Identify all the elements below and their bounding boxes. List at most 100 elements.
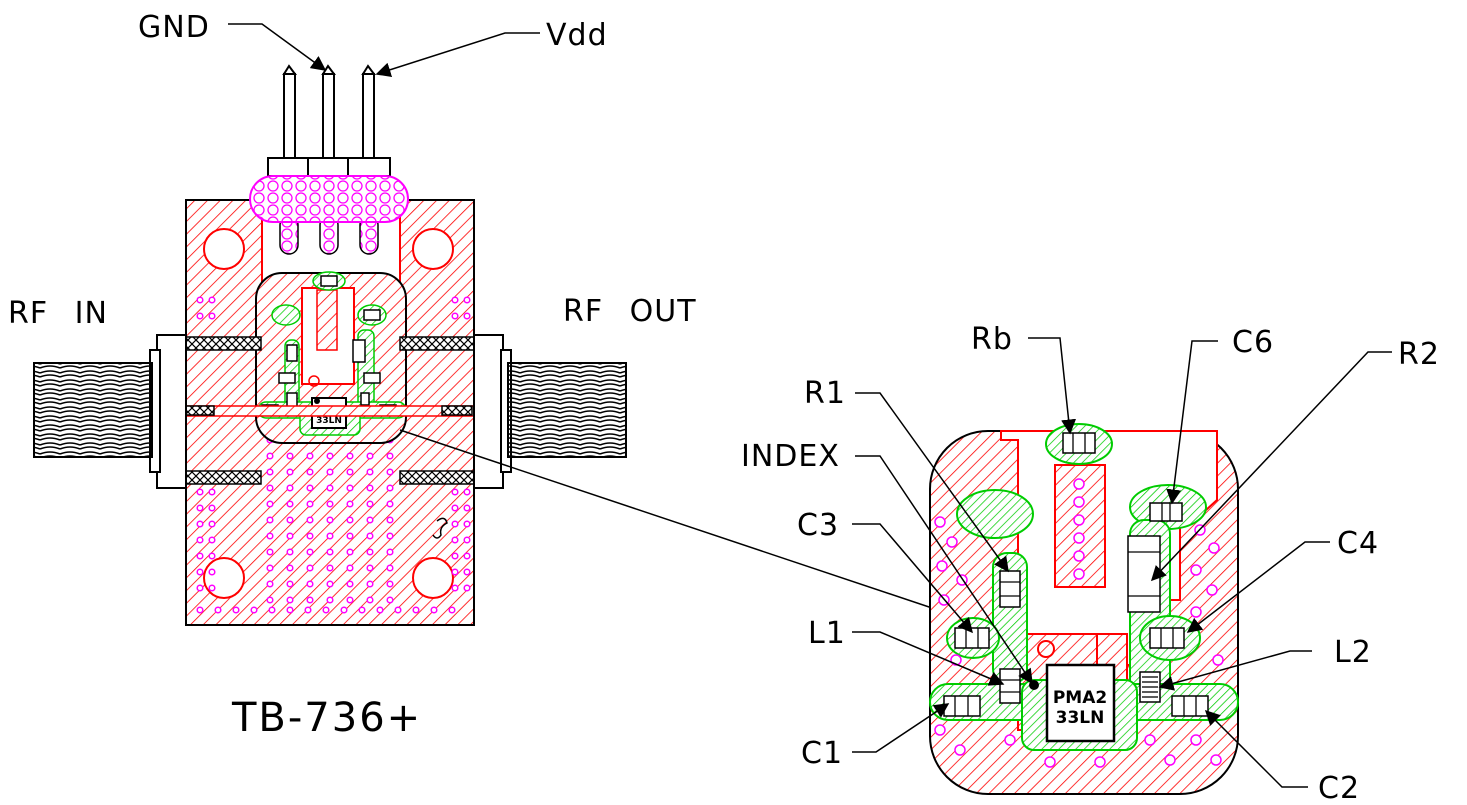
- via: [322, 606, 330, 614]
- detail-leaders: [852, 337, 1392, 788]
- via: [366, 580, 374, 588]
- via: [346, 532, 354, 540]
- via: [326, 596, 334, 604]
- via: [346, 548, 354, 556]
- via: [366, 532, 374, 540]
- via: [306, 532, 314, 540]
- c2-label: C2: [1318, 771, 1360, 805]
- via: [306, 580, 314, 588]
- pin-leaders: [228, 23, 540, 78]
- via: [1073, 550, 1085, 562]
- via: [196, 536, 204, 544]
- via: [266, 468, 274, 476]
- via: [934, 516, 946, 528]
- via: [451, 312, 459, 320]
- via: [250, 606, 258, 614]
- via: [208, 504, 216, 512]
- via: [286, 452, 294, 460]
- via: [451, 536, 459, 544]
- rf-in-connector: [33, 334, 187, 489]
- gnd-label: GND: [138, 10, 210, 45]
- rb-label: Rb: [971, 322, 1013, 357]
- via: [346, 452, 354, 460]
- via: [208, 488, 216, 496]
- via: [936, 560, 948, 572]
- via: [366, 452, 374, 460]
- via: [1073, 568, 1085, 580]
- via: [463, 296, 471, 304]
- via: [208, 312, 216, 320]
- via: [366, 596, 374, 604]
- via: [208, 536, 216, 544]
- via: [386, 484, 394, 492]
- via: [306, 516, 314, 524]
- connector-clamps: [185, 336, 475, 485]
- rf-out-connector: [473, 334, 627, 489]
- l1-label: L1: [808, 616, 846, 651]
- via: [306, 500, 314, 508]
- via: [346, 500, 354, 508]
- detail-view: PMA2 33LN: [929, 423, 1239, 795]
- via: [266, 548, 274, 556]
- via: [1073, 496, 1085, 508]
- via: [326, 500, 334, 508]
- via: [1094, 756, 1106, 768]
- mini-chip-line2: 33LN: [316, 416, 342, 426]
- via: [196, 312, 204, 320]
- via: [1144, 734, 1156, 746]
- header-solder: [249, 175, 409, 223]
- via: [386, 532, 394, 540]
- via: [1190, 564, 1202, 576]
- via: [286, 500, 294, 508]
- c6-label: C6: [1232, 325, 1274, 360]
- via: [326, 580, 334, 588]
- via: [266, 564, 274, 572]
- detail-vias: [934, 478, 1224, 768]
- via: [1073, 532, 1085, 544]
- via: [463, 488, 471, 496]
- via: [346, 516, 354, 524]
- via: [1164, 754, 1176, 766]
- via: [451, 552, 459, 560]
- via: [266, 484, 274, 492]
- c1-label: C1: [801, 736, 843, 771]
- via: [386, 596, 394, 604]
- index-label: INDEX: [741, 439, 840, 474]
- via: [451, 488, 459, 496]
- via: [286, 564, 294, 572]
- via: [306, 548, 314, 556]
- via: [1004, 734, 1016, 746]
- via: [266, 596, 274, 604]
- c4-label: C4: [1337, 526, 1379, 561]
- via: [266, 452, 274, 460]
- via: [1210, 754, 1222, 766]
- via: [306, 596, 314, 604]
- via: [451, 504, 459, 512]
- via: [366, 484, 374, 492]
- via: [208, 568, 216, 576]
- via: [306, 484, 314, 492]
- c3-label: C3: [797, 508, 839, 543]
- r2-label: R2: [1398, 337, 1440, 372]
- via: [463, 520, 471, 528]
- via: [1044, 756, 1056, 768]
- via: [386, 548, 394, 556]
- via: [386, 452, 394, 460]
- via: [306, 564, 314, 572]
- rf-in-label: RF IN: [8, 296, 108, 331]
- via: [326, 484, 334, 492]
- chip-line2: 33LN: [1056, 708, 1105, 728]
- via: [286, 516, 294, 524]
- via: [946, 536, 958, 548]
- board-title: TB-736+: [231, 695, 422, 741]
- via: [463, 552, 471, 560]
- via: [386, 468, 394, 476]
- via: [346, 484, 354, 492]
- detail-chip: PMA2 33LN: [1029, 663, 1116, 743]
- via: [451, 568, 459, 576]
- via: [208, 296, 216, 304]
- via: [346, 468, 354, 476]
- via: [208, 552, 216, 560]
- via: [463, 568, 471, 576]
